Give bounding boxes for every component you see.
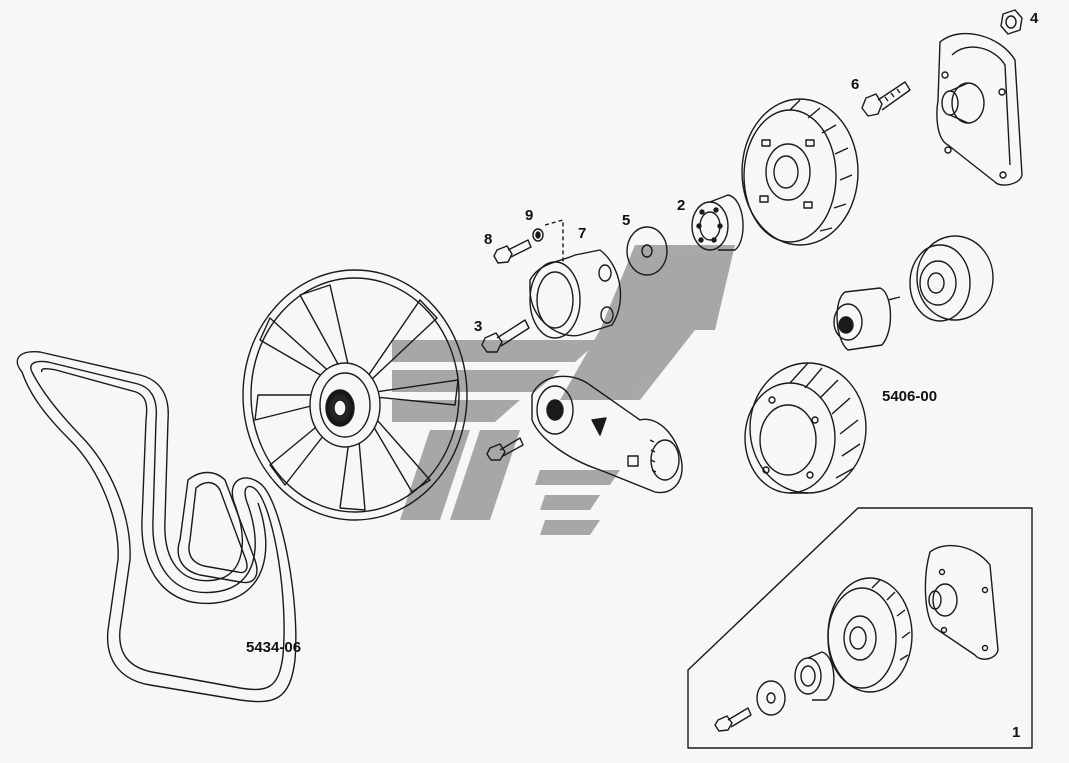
tensioner-roller [833, 287, 901, 351]
hub-7 [529, 249, 622, 339]
code-belt: 5434-06 [246, 639, 302, 656]
nut-4 [1000, 9, 1023, 35]
inset-frame [687, 507, 1033, 749]
idler-pulley [909, 235, 994, 322]
inset-washer [756, 680, 786, 716]
mounting-bracket [936, 32, 1023, 186]
inset-bolt [714, 707, 752, 732]
callout-5: 5 [622, 212, 631, 229]
inset-pulley [827, 577, 913, 693]
cooling-fan [242, 269, 468, 521]
inset-bracket [924, 544, 999, 660]
callout-8: 8 [484, 231, 493, 248]
bolt-3 [481, 319, 530, 353]
bolt-6 [861, 81, 911, 117]
washer-9 [532, 228, 544, 242]
callout-2: 2 [677, 197, 686, 214]
inset-bearing [794, 651, 835, 701]
bolt-8 [493, 239, 532, 264]
callout-1: 1 [1012, 724, 1021, 741]
callout-7: 7 [578, 225, 587, 242]
washer-5 [626, 226, 668, 276]
callout-9: 9 [525, 207, 534, 224]
crank-pulley [741, 98, 859, 246]
tensioner-arm [531, 375, 683, 494]
watermark-logo [392, 245, 735, 535]
callout-3: 3 [474, 318, 483, 335]
bearing-2 [691, 194, 744, 251]
grooved-pulley [744, 362, 867, 494]
code-pulley-group: 5406-00 [882, 388, 938, 405]
tensioner-bolt [486, 437, 524, 461]
callout-6: 6 [851, 76, 860, 93]
serpentine-belt [16, 351, 297, 703]
callout-4: 4 [1030, 10, 1039, 27]
